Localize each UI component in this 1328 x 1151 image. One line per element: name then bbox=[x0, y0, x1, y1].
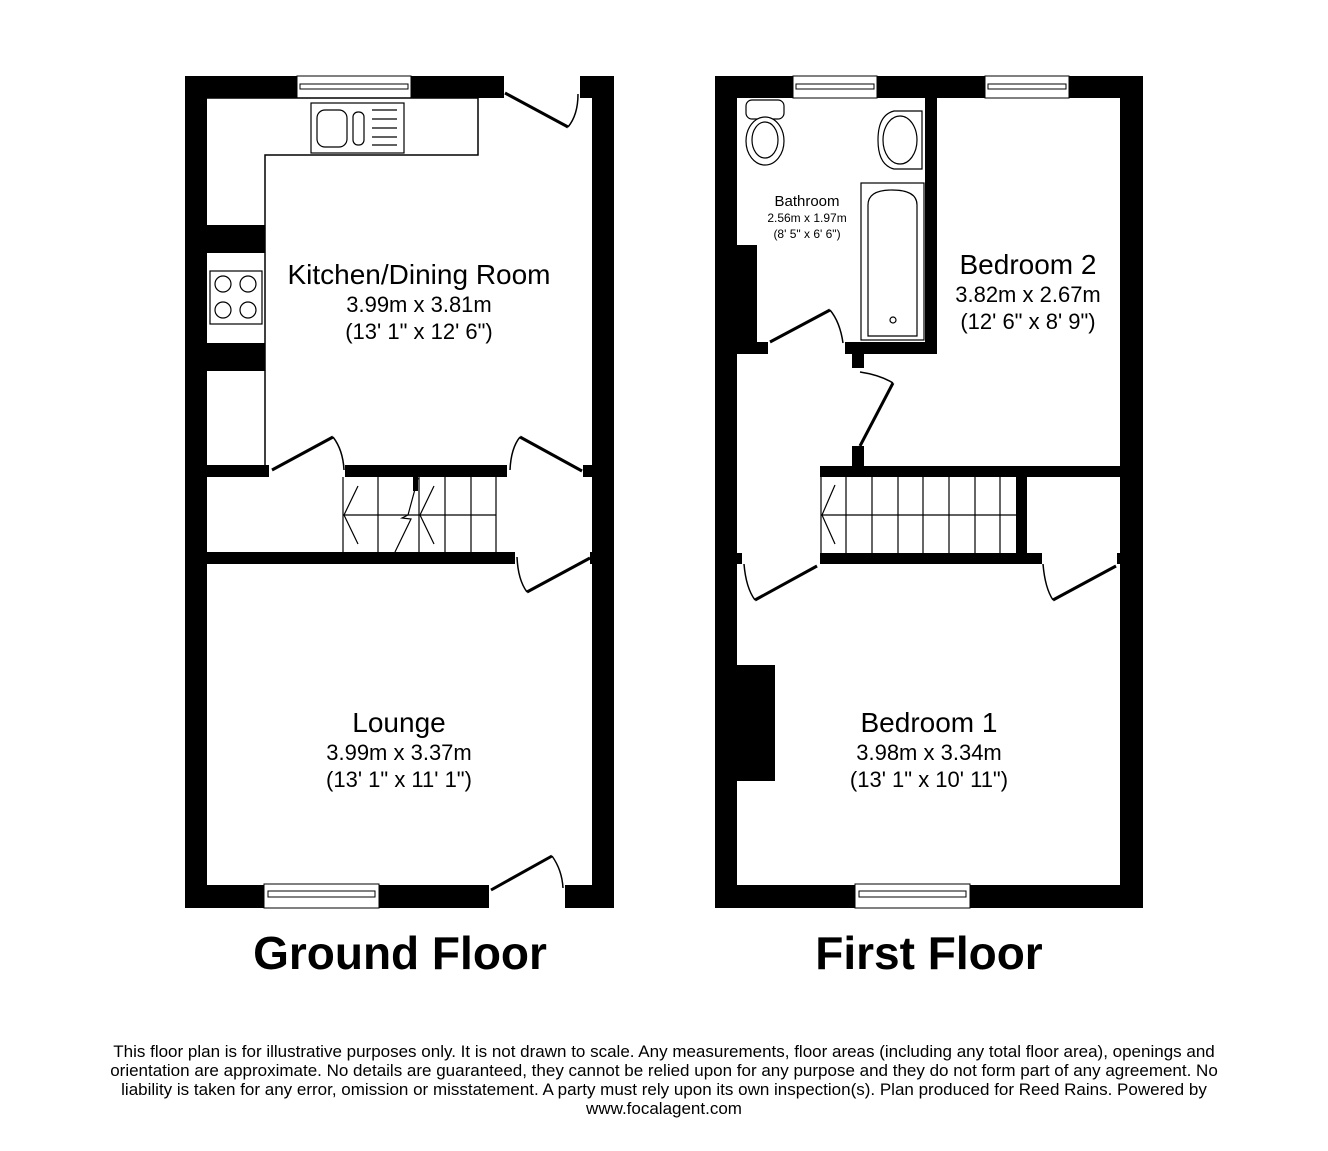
door-icon bbox=[504, 91, 579, 129]
window-icon bbox=[984, 75, 1070, 99]
hob-icon bbox=[209, 270, 263, 325]
room-size-imperial: (13' 1" x 10' 11") bbox=[849, 766, 1009, 792]
door-icon bbox=[1042, 563, 1117, 602]
toilet-icon bbox=[745, 99, 785, 166]
disclaimer-line: www.focalagent.com bbox=[586, 1099, 742, 1118]
room-name: Bathroom bbox=[774, 193, 840, 210]
ground-floor-title: Ground Floor bbox=[253, 927, 547, 979]
worktop bbox=[207, 97, 479, 470]
door-icon bbox=[743, 563, 818, 602]
door-icon bbox=[516, 556, 591, 594]
room-label-lounge: Lounge 3.99m x 3.37m (13' 1" x 11' 1") bbox=[326, 706, 472, 794]
room-name: Kitchen/Dining Room bbox=[287, 259, 551, 290]
room-size-metric: 3.99m x 3.81m bbox=[346, 292, 492, 318]
basin-icon bbox=[877, 110, 923, 170]
room-label-bathroom: Bathroom 2.56m x 1.97m (8' 5" x 6' 6") bbox=[767, 193, 846, 242]
room-size-metric: 2.56m x 1.97m bbox=[767, 211, 847, 226]
room-label-bedroom-2: Bedroom 2 3.82m x 2.67m (12' 6" x 8' 9") bbox=[955, 248, 1101, 336]
room-size-metric: 3.82m x 2.67m bbox=[955, 282, 1101, 308]
room-size-imperial: (13' 1" x 12' 6") bbox=[345, 318, 493, 344]
room-size-metric: 3.99m x 3.37m bbox=[326, 740, 472, 766]
room-name: Lounge bbox=[352, 707, 446, 738]
ground-floor-plan bbox=[185, 75, 614, 909]
room-size-metric: 3.98m x 3.34m bbox=[856, 740, 1002, 766]
door-icon bbox=[769, 308, 844, 344]
window-icon bbox=[854, 883, 971, 909]
door-icon bbox=[509, 435, 583, 473]
room-size-imperial: (8' 5" x 6' 6") bbox=[773, 226, 841, 241]
room-size-imperial: (13' 1" x 11' 1") bbox=[326, 766, 472, 792]
first-floor-title: First Floor bbox=[815, 927, 1043, 979]
stairs-icon bbox=[342, 477, 497, 553]
disclaimer-line: orientation are approximate. No details … bbox=[110, 1061, 1218, 1080]
first-floor-plan bbox=[715, 75, 1143, 909]
disclaimer-line: liability is taken for any error, omissi… bbox=[121, 1080, 1207, 1099]
door-icon bbox=[490, 854, 564, 892]
door-icon bbox=[858, 371, 895, 447]
room-size-imperial: (12' 6" x 8' 9") bbox=[960, 308, 1096, 334]
room-label-bedroom-1: Bedroom 1 3.98m x 3.34m (13' 1" x 10' 11… bbox=[850, 706, 1008, 794]
disclaimer-text: This floor plan is for illustrative purp… bbox=[40, 1042, 1288, 1118]
room-name: Bedroom 1 bbox=[860, 707, 998, 738]
window-icon bbox=[792, 75, 878, 99]
ground-internal-walls bbox=[207, 465, 592, 564]
window-icon bbox=[263, 883, 380, 909]
room-label-kitchen-dining: Kitchen/Dining Room 3.99m x 3.81m (13' 1… bbox=[287, 258, 550, 346]
window-icon bbox=[296, 75, 412, 99]
bathroom-walls bbox=[737, 98, 937, 466]
bath-icon bbox=[860, 182, 925, 341]
stairs-icon bbox=[820, 477, 1016, 553]
door-icon bbox=[271, 435, 345, 472]
first-internal-walls bbox=[737, 466, 1120, 781]
sink-icon bbox=[310, 102, 405, 154]
room-name: Bedroom 2 bbox=[959, 249, 1097, 280]
disclaimer-line: This floor plan is for illustrative purp… bbox=[113, 1042, 1215, 1061]
